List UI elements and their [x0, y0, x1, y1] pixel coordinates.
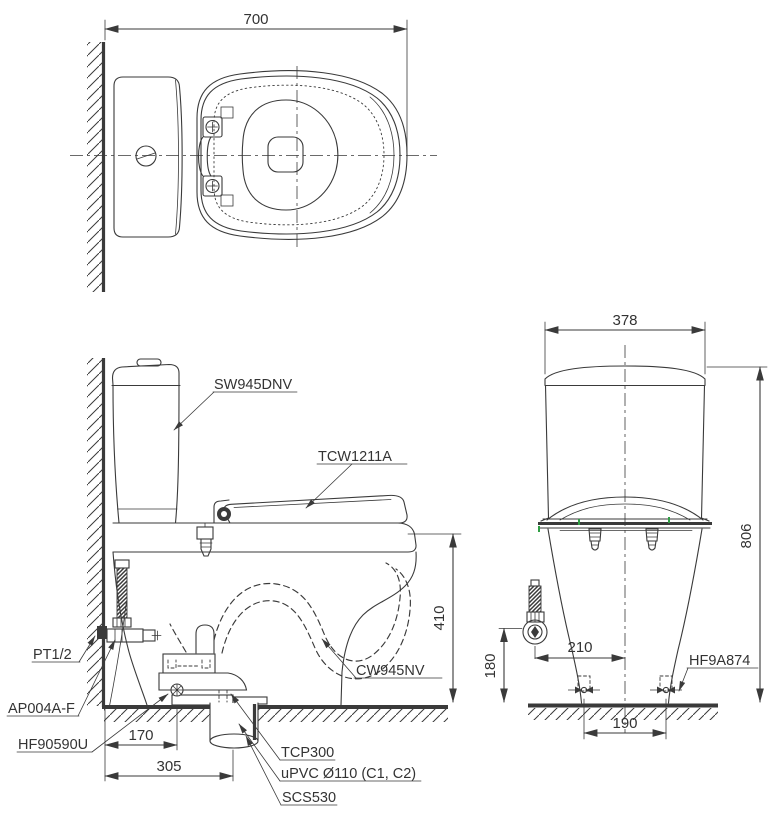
label-tank-model: SW945DNV	[214, 377, 292, 393]
label-bolt-cap: HF9A874	[689, 653, 750, 669]
dim-valve-offset-text: 210	[567, 639, 592, 656]
top-view: 700	[70, 11, 437, 292]
drain-pipe	[209, 702, 259, 749]
floor-hatch	[104, 709, 448, 722]
label-supply-thread: PT1/2	[33, 647, 72, 663]
seat-opening-inner	[267, 136, 304, 173]
dim-drain-offset: 305	[104, 749, 234, 782]
dim-flange-offset-text: 170	[128, 727, 153, 744]
wall-side-view	[87, 358, 106, 707]
label-stop-valve: AP004A-F	[8, 701, 75, 717]
dim-flange-offset: 170	[104, 705, 178, 782]
dim-bolt-spacing: 190	[583, 698, 667, 740]
wall-escutcheon	[97, 626, 107, 639]
hinge-screw-top	[205, 119, 220, 135]
base-bolt-left	[568, 675, 600, 694]
floor-side-view	[102, 705, 448, 722]
dim-tank-width: 378	[544, 312, 706, 375]
bowl-front-outline	[547, 528, 703, 704]
seat-hinge-plan	[197, 106, 234, 207]
hinge-screw-bottom	[205, 178, 220, 194]
supply-inlet-fitting	[196, 522, 214, 557]
dim-overall-depth-text: 700	[243, 11, 268, 28]
label-trap-adapter: TCP300	[281, 745, 334, 761]
dim-valve-height-text: 180	[482, 653, 499, 678]
tank-front-outline	[540, 365, 710, 522]
base-bolt-right	[650, 675, 682, 694]
part-label-bolt-cap: HF9A874	[678, 653, 759, 692]
front-view: 378	[482, 312, 768, 740]
dim-overall-height-text: 806	[738, 523, 755, 548]
flange-assembly	[158, 653, 268, 706]
label-flange: HF90590U	[18, 737, 88, 753]
dim-bolt-spacing-text: 190	[612, 715, 637, 732]
floor-hatch	[528, 708, 718, 720]
label-bowl-model: CW945NV	[356, 663, 425, 679]
dim-valve-offset: 210	[534, 639, 626, 662]
stop-valve-side	[97, 559, 162, 643]
washlet-seat-side	[213, 494, 408, 524]
dim-rim-height: 410	[407, 533, 462, 703]
flush-button	[135, 145, 157, 167]
bowl-side-outline	[112, 551, 417, 706]
seat-hinge-bar-front	[538, 517, 712, 532]
braided-hose	[528, 585, 542, 613]
floor-front-view	[528, 703, 718, 720]
nozzle-left	[588, 528, 602, 551]
dim-overall-depth: 700	[104, 11, 408, 153]
seat-lid-plan	[196, 70, 408, 240]
label-socket: SCS530	[282, 790, 336, 806]
nozzle-right	[645, 528, 659, 551]
wall-hatch	[87, 358, 103, 706]
side-view: 410 170 305 SW945DNV TCW1211A CW945NV PT…	[6, 358, 462, 806]
dim-drain-offset-text: 305	[156, 758, 181, 775]
dim-valve-height: 180	[482, 627, 523, 703]
wall-top-view	[87, 42, 106, 292]
wall-hatch	[87, 42, 103, 292]
label-washlet-model: TCW1211A	[318, 449, 392, 465]
gasket-marks-green	[538, 517, 670, 532]
dim-tank-width-text: 378	[612, 312, 637, 329]
braided-hose	[116, 567, 128, 619]
label-drain-pipe: uPVC Ø110 (C1, C2)	[281, 766, 416, 782]
stop-valve-front	[522, 579, 548, 660]
part-labels-side: SW945DNV TCW1211A CW945NV PT1/2 AP004A-F…	[6, 377, 443, 806]
bowl-rim-side	[112, 522, 417, 553]
tank-side-outline	[111, 358, 181, 524]
tank-plan-outline	[113, 76, 183, 238]
dim-rim-height-text: 410	[431, 605, 448, 630]
dim-overall-height: 806	[706, 366, 768, 703]
